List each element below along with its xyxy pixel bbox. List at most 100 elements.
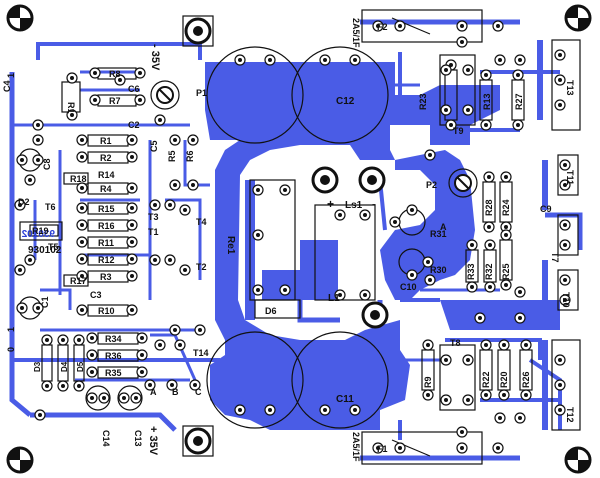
solder-pad [24,174,36,186]
svg-text:P1: P1 [196,88,207,98]
svg-text:R19: R19 [32,226,49,236]
svg-text:R1: R1 [100,136,112,146]
svg-text:D4: D4 [60,361,69,372]
solder-pad [57,380,69,392]
power-terminal-pos [182,425,214,457]
solder-pad [462,394,474,406]
solder-pad [136,332,148,344]
solder-pad [422,389,434,401]
solder-pad [169,324,181,336]
svg-text:C2: C2 [128,120,140,130]
solder-pad [34,409,46,421]
solder-pad [462,64,474,76]
solder-pad [32,134,44,146]
svg-text:R1: R1 [66,102,76,114]
fuse-f1-outline [361,431,483,465]
solder-pad [514,412,526,424]
solder-pad [492,442,504,454]
solder-pad [406,269,418,281]
solder-pad [57,334,69,346]
svg-text:C4: C4 [2,80,12,92]
solder-pad [483,221,495,233]
svg-text:T13: T13 [565,80,575,96]
svg-text:T9: T9 [453,126,464,136]
svg-text:T1: T1 [148,227,159,237]
solder-pad [76,182,88,194]
solder-pad [86,366,98,378]
svg-text:C3: C3 [90,290,102,300]
mounting-holes [6,4,592,474]
solder-pad [456,20,468,32]
board-code-normal: 930102 [28,245,62,256]
solder-pad [76,253,88,265]
solder-pad [73,380,85,392]
solder-pad [126,236,138,248]
solder-pad [349,404,361,416]
solder-pad [89,67,101,79]
solder-pad [440,64,452,76]
capacitor-c12-label: C12 [336,96,355,107]
solder-pad [136,349,148,361]
solder-pad [279,184,291,196]
solder-pad [149,254,161,266]
solder-pad [76,219,88,231]
svg-text:B: B [172,387,179,397]
coil-ls1-label: Ls1 [345,200,363,211]
solder-pad [252,284,264,296]
solder-pad [554,74,566,86]
trimmer-p2-outline [448,168,478,198]
svg-text:T2: T2 [196,262,207,272]
solder-pad [126,304,138,316]
solder-pad [559,274,571,286]
solder-pad [494,54,506,66]
solder-pad [389,216,401,228]
solder-pad [118,392,130,404]
coil-l1-outline [314,204,376,301]
solder-pad [16,154,28,166]
svg-text:T11: T11 [565,170,575,185]
svg-text:R5: R5 [167,150,177,162]
transistor-t7-outline [557,214,579,256]
svg-text:R6: R6 [185,150,195,162]
solder-pad [406,204,418,216]
solder-pad [466,239,478,251]
svg-text:0: 0 [6,347,16,352]
solder-pad [456,426,468,438]
svg-text:R20: R20 [499,371,509,388]
svg-text:1: 1 [6,327,16,332]
capacitor-c11-label: C11 [336,394,354,405]
transistor-t13-outline [551,39,581,131]
solder-pad [279,284,291,296]
solder-pad [252,229,264,241]
solder-pad [154,339,166,351]
transistor-t12-outline [551,339,581,431]
svg-text:F2: F2 [377,22,388,32]
solder-pad [462,104,474,116]
svg-text:R34: R34 [105,334,122,344]
solder-pad [16,302,28,314]
trimmer-p1-outline [150,80,180,110]
solder-pad [334,209,346,221]
svg-text:C8: C8 [42,158,52,170]
svg-text:A: A [150,387,157,397]
svg-text:C9: C9 [540,204,552,214]
transistor-t11-outline [557,154,579,196]
solder-pad [559,239,571,251]
svg-text:T14: T14 [193,348,209,358]
solder-pad [134,67,146,79]
solder-pad [359,289,371,301]
solder-pad [179,264,191,276]
solder-pad [86,392,98,404]
svg-text:R10: R10 [98,306,115,316]
solder-pad [86,332,98,344]
solder-pad [319,54,331,66]
solder-pad [494,412,506,424]
solder-pad [512,69,524,81]
solder-pad [76,202,88,214]
solder-pad [456,442,468,454]
svg-text:1: 1 [6,73,16,78]
svg-text:R23: R23 [418,93,428,110]
svg-text:R14: R14 [98,170,115,180]
solder-pad [98,392,110,404]
solder-pad [130,392,142,404]
